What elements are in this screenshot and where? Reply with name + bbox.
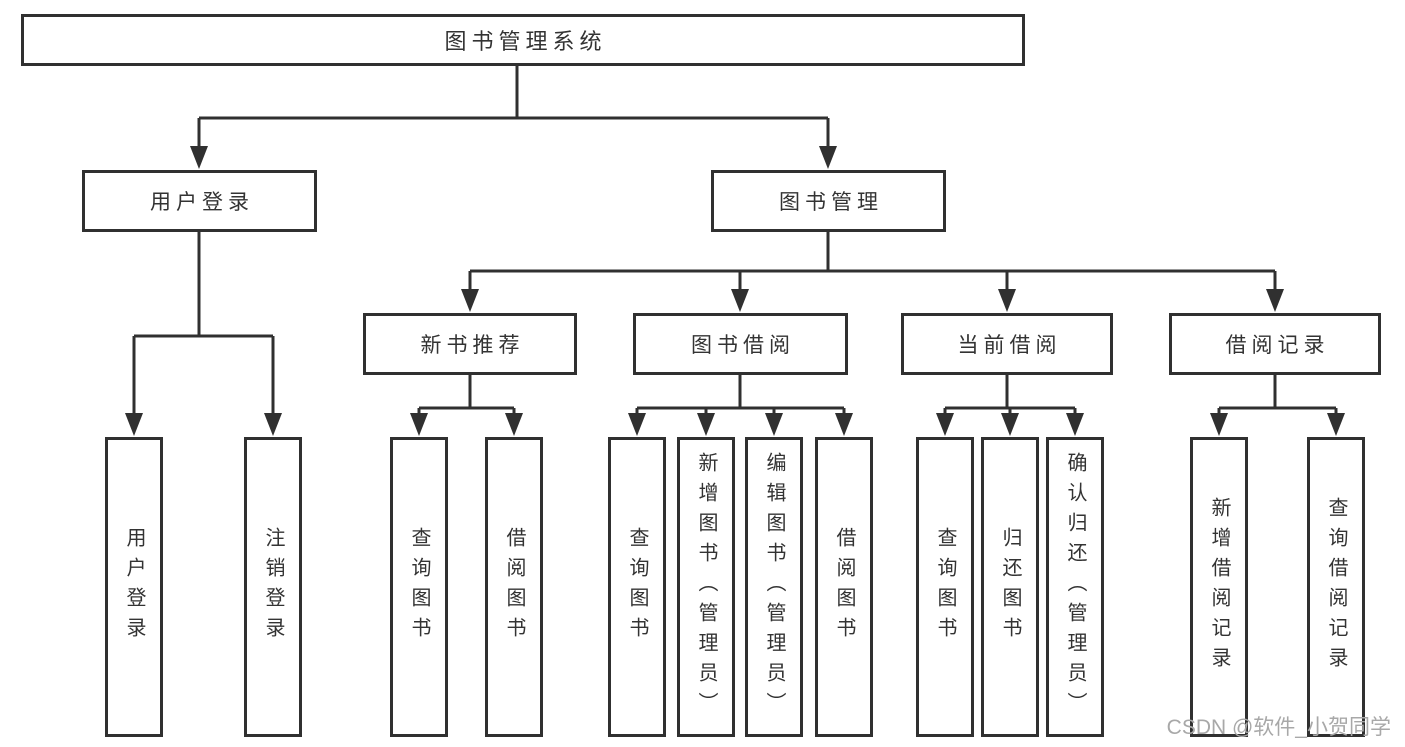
leaf-borrow-books-recommend: 借阅图书 (485, 437, 543, 737)
leaf-confirm-return-admin: 确认归还（管理员） (1046, 437, 1104, 737)
leaf-confirm-return-admin-label: 确认归还（管理员） (1064, 452, 1086, 722)
leaf-add-borrow-record-label: 新增借阅记录 (1208, 497, 1230, 677)
node-library-system-label: 图书管理系统 (444, 29, 607, 54)
leaf-query-books-borrow: 查询图书 (608, 437, 666, 737)
leaf-query-books-current: 查询图书 (916, 437, 974, 737)
node-borrowing-records: 借阅记录 (1169, 313, 1381, 375)
leaf-user-login: 用户登录 (105, 437, 163, 737)
leaf-borrow-books-recommend-label: 借阅图书 (503, 527, 525, 647)
connector-current-borrow-to-leaves (936, 375, 1084, 436)
node-book-management-label: 图书管理 (779, 191, 883, 214)
leaf-borrow-books-label: 借阅图书 (833, 527, 855, 647)
leaf-query-books-current-label: 查询图书 (934, 527, 956, 647)
leaf-edit-book-admin: 编辑图书（管理员） (745, 437, 803, 737)
node-new-book-recommendation-label: 新书推荐 (420, 334, 525, 357)
leaf-borrow-books: 借阅图书 (815, 437, 873, 737)
connector-book-borrow-to-leaves (628, 375, 853, 436)
leaf-query-books-recommend: 查询图书 (390, 437, 448, 737)
connector-borrow-records-to-leaves (1210, 375, 1345, 436)
leaf-add-borrow-record: 新增借阅记录 (1190, 437, 1248, 737)
node-library-system: 图书管理系统 (21, 14, 1025, 66)
node-user-login: 用户登录 (82, 170, 317, 232)
node-borrowing-records-label: 借阅记录 (1225, 334, 1330, 357)
connector-book-management-to-level3 (461, 232, 1284, 312)
leaf-query-books-borrow-label: 查询图书 (626, 527, 648, 647)
leaf-user-login-label: 用户登录 (123, 527, 145, 647)
node-current-borrowing-label: 当前借阅 (957, 334, 1062, 357)
leaf-logout-label: 注销登录 (262, 527, 284, 647)
node-book-borrowing: 图书借阅 (633, 313, 848, 375)
leaf-query-borrow-record: 查询借阅记录 (1307, 437, 1365, 737)
node-book-management: 图书管理 (711, 170, 946, 232)
node-new-book-recommendation: 新书推荐 (363, 313, 577, 375)
connector-root-to-level2 (190, 66, 837, 169)
leaf-logout: 注销登录 (244, 437, 302, 737)
leaf-add-book-admin-label: 新增图书（管理员） (695, 452, 717, 722)
connector-user-login-to-leaves (125, 232, 282, 436)
connector-new-book-to-leaves (410, 375, 523, 436)
leaf-return-books-label: 归还图书 (999, 527, 1021, 647)
leaf-edit-book-admin-label: 编辑图书（管理员） (763, 452, 785, 722)
node-current-borrowing: 当前借阅 (901, 313, 1113, 375)
leaf-return-books: 归还图书 (981, 437, 1039, 737)
leaf-add-book-admin: 新增图书（管理员） (677, 437, 735, 737)
leaf-query-books-recommend-label: 查询图书 (408, 527, 430, 647)
csdn-watermark: CSDN @软件_小贺同学 (1166, 716, 1391, 739)
node-user-login-label: 用户登录 (150, 191, 254, 214)
leaf-query-borrow-record-label: 查询借阅记录 (1325, 497, 1347, 677)
node-book-borrowing-label: 图书借阅 (691, 334, 795, 357)
